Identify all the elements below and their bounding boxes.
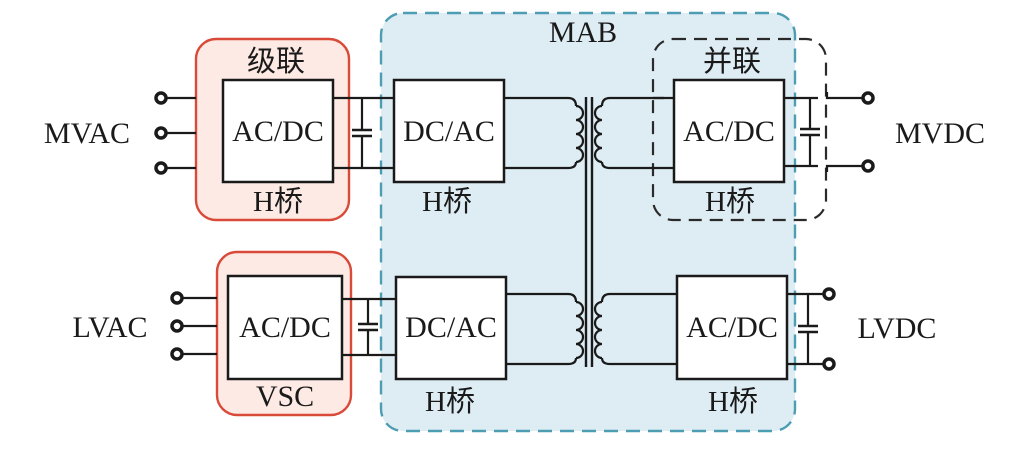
lv-acdc-in-text: AC/DC	[239, 311, 331, 344]
mvdc-terminal-1	[861, 91, 875, 105]
lv-acdc-out-box	[675, 274, 789, 381]
lvac-terminal-3	[170, 347, 184, 361]
mv-acdc-in-box	[221, 78, 335, 184]
mvac-terminals	[154, 91, 196, 175]
mv-acdc-out-box	[672, 78, 786, 184]
transformer-core	[584, 97, 594, 367]
mvdc-label: MVDC	[895, 117, 985, 150]
lvdc-output-capacitor	[787, 287, 836, 371]
lvac-label: LVAC	[72, 311, 147, 344]
lv-transformer-secondary-winding	[593, 292, 677, 366]
mv-dcac-box	[392, 78, 506, 184]
lvac-terminals	[170, 291, 217, 361]
mv-transformer-primary-winding	[504, 96, 585, 170]
parallel-label: 并联	[703, 45, 761, 78]
lvdc-terminal-1	[822, 287, 836, 301]
mv-acdc-in-text: AC/DC	[232, 115, 324, 148]
mab-label: MAB	[549, 16, 617, 49]
lv-dcac-text: DC/AC	[405, 311, 497, 344]
mv-transformer-secondary-winding	[593, 96, 674, 170]
lv-acdc-in-box	[226, 274, 344, 381]
cascade-label: 级联	[247, 45, 305, 78]
lv-acdc-out-text: AC/DC	[686, 311, 778, 344]
mvdc-terminals	[825, 91, 875, 173]
mv-acdc-out-text: AC/DC	[683, 115, 775, 148]
lv-dcac-caption: H桥	[425, 385, 475, 418]
lv-acdc-in-caption: VSC	[256, 380, 314, 413]
lvac-terminal-1	[170, 291, 184, 305]
mv-dcac-text: DC/AC	[403, 115, 495, 148]
lv-dcac-box	[394, 275, 508, 381]
mv-dc-link-capacitor	[333, 96, 394, 170]
mv-dcac-caption: H桥	[422, 185, 472, 218]
mvac-terminal-1	[154, 91, 168, 105]
mv-acdc-in-caption: H桥	[253, 185, 303, 218]
mvac-terminal-3	[154, 161, 168, 175]
mvdc-terminal-2	[861, 159, 875, 173]
parallel-group	[651, 37, 828, 222]
mv-acdc-out-caption: H桥	[705, 185, 755, 218]
lvdc-terminal-2	[822, 357, 836, 371]
lvdc-label: LVDC	[858, 312, 937, 345]
lv-transformer-primary-winding	[506, 292, 585, 366]
mvac-terminal-2	[154, 126, 168, 140]
lv-acdc-out-caption: H桥	[708, 385, 758, 418]
mvdc-output-capacitor	[784, 96, 820, 168]
lv-dc-link-capacitor	[342, 297, 396, 357]
mvac-label: MVAC	[44, 117, 130, 150]
lvac-terminal-2	[170, 319, 184, 333]
